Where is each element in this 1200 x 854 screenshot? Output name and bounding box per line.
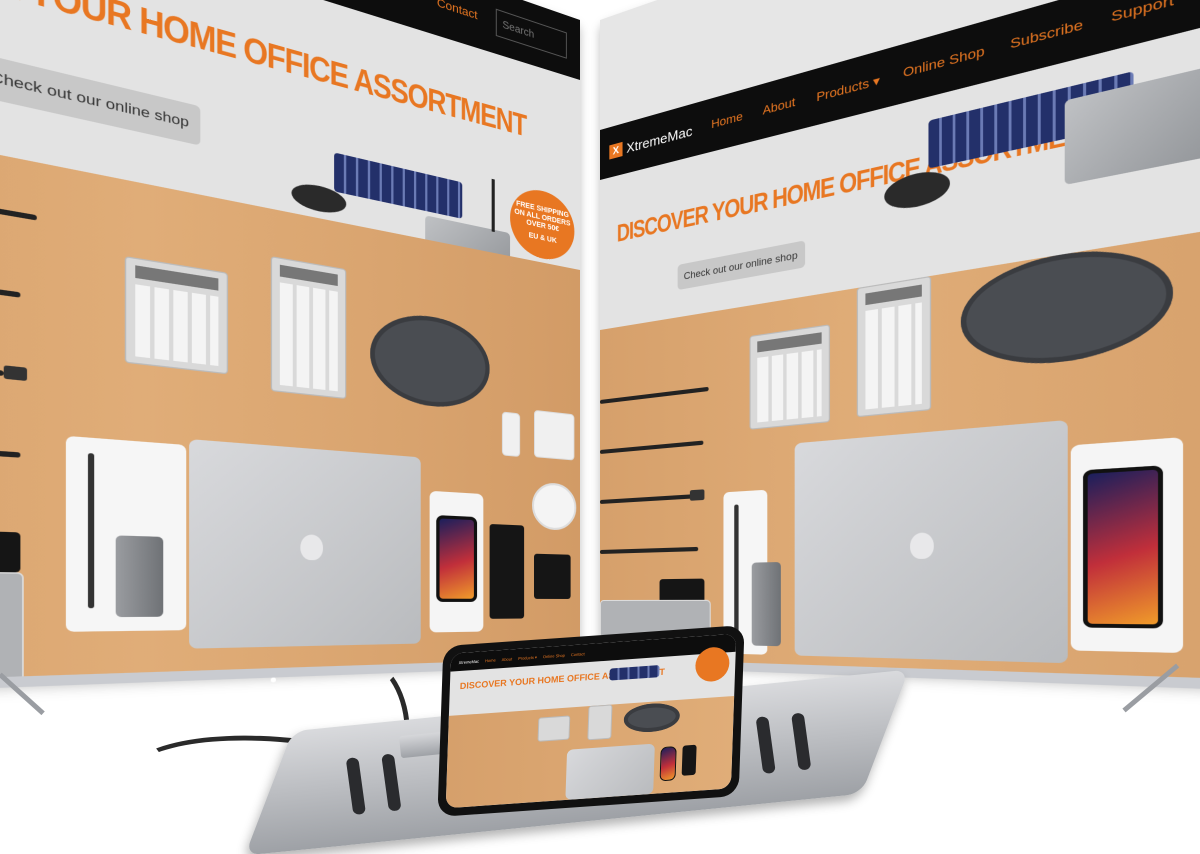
nav-online-shop[interactable]: Online Shop	[902, 44, 985, 81]
left-monitor: X XtremeMac Home About Products ▾ Online…	[0, 0, 580, 700]
cable	[0, 247, 21, 298]
external-drive	[0, 567, 24, 691]
phone-screen: XtremeMac Home About Products ▾ Online S…	[445, 633, 737, 809]
nav-contact[interactable]: Contact	[436, 0, 478, 23]
phone-logo-text: XtremeMac	[458, 658, 480, 665]
laptop	[794, 419, 1068, 664]
usb-hub	[751, 562, 781, 647]
smartphone	[1083, 465, 1163, 629]
usb-cable	[491, 178, 495, 233]
dock-vent	[345, 757, 366, 815]
nav-support[interactable]: Support	[373, 0, 417, 3]
shop-button[interactable]: Check out our online shop	[677, 240, 805, 291]
right-monitor: X XtremeMac Home About Products ▾ Online…	[600, 0, 1200, 701]
cable	[600, 546, 699, 554]
power-bank	[681, 744, 697, 776]
phone-nav-products[interactable]: Products ▾	[518, 654, 538, 661]
cable	[600, 440, 704, 454]
usb-hub	[115, 535, 164, 618]
smartphone	[659, 746, 677, 782]
numeric-keypad	[856, 275, 932, 418]
phone-nav-about[interactable]: About	[501, 655, 513, 662]
left-monitor-screen: X XtremeMac Home About Products ▾ Online…	[0, 0, 580, 691]
right-monitor-screen: X XtremeMac Home About Products ▾ Online…	[600, 0, 1200, 692]
plug-icon	[689, 489, 705, 501]
apple-logo-icon	[300, 534, 323, 561]
cable	[600, 493, 699, 504]
logo-text: XtremeMac	[626, 122, 693, 156]
numeric-keypad	[587, 704, 613, 741]
site-logo[interactable]: X XtremeMac	[609, 122, 692, 160]
nav-subscribe[interactable]: Subscribe	[1010, 17, 1084, 53]
power-bank	[489, 523, 525, 619]
phone-nav-home[interactable]: Home	[485, 656, 496, 663]
cable	[600, 386, 709, 404]
travel-pouch	[370, 307, 490, 413]
phone-nav-shop[interactable]: Online Shop	[542, 652, 566, 659]
nav-products[interactable]: Products ▾	[816, 73, 880, 105]
cable	[0, 430, 21, 458]
laptop	[565, 743, 655, 800]
laptop	[189, 439, 421, 649]
phone-keyboard-product	[609, 665, 660, 681]
keyboard-product	[334, 152, 463, 219]
calculator	[537, 715, 571, 742]
nav-support[interactable]: Support	[1111, 0, 1174, 26]
plug-icon	[3, 365, 28, 382]
shop-button[interactable]: Check out our online shop	[0, 52, 201, 146]
charger-block	[534, 409, 575, 461]
dock-vent	[791, 712, 812, 771]
nav-home[interactable]: Home	[711, 110, 743, 132]
dock-vent	[755, 716, 776, 775]
free-shipping-badge: FREE SHIPPING ON ALL ORDERS OVER 50€ EU …	[510, 183, 575, 265]
calculator	[749, 324, 830, 430]
travel-pouch	[623, 701, 681, 734]
calculator	[124, 255, 229, 375]
ac-adapter	[0, 529, 21, 573]
smartphone	[436, 515, 478, 602]
cable	[0, 156, 37, 221]
phone-nav-contact[interactable]: Contact	[570, 650, 585, 657]
nav-about[interactable]: About	[762, 95, 796, 118]
numeric-keypad	[270, 256, 347, 400]
logo-icon: X	[609, 141, 623, 160]
phone-desk-flatlay	[445, 695, 735, 809]
wireless-charger	[532, 481, 577, 531]
car-mount	[534, 553, 571, 599]
dock-vent	[381, 753, 402, 812]
search-input[interactable]: Search	[496, 8, 568, 59]
smartphone-in-dock: XtremeMac Home About Products ▾ Online S…	[437, 625, 745, 817]
usb-c-plug	[398, 731, 446, 759]
usb-adapter	[501, 411, 521, 457]
apple-logo-icon	[910, 532, 934, 560]
promo-sub: EU & UK	[528, 232, 557, 246]
power-led-icon	[270, 677, 276, 683]
